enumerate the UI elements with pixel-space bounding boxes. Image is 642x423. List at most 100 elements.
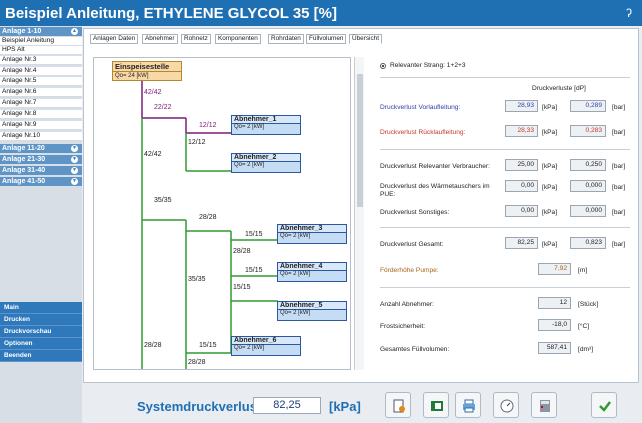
consumer-value: Qo= 2 [kW] <box>280 233 311 239</box>
sidebar-item[interactable]: HPS Alt <box>0 46 82 55</box>
diagram-scrollbar[interactable] <box>354 57 364 370</box>
unit-bar: [bar] <box>612 184 626 191</box>
consumer-box[interactable]: Abnehmer_5 Qo= 2 [kW] <box>277 301 347 321</box>
calculator-button[interactable] <box>531 392 557 418</box>
chevron-up-icon[interactable]: ▲ <box>71 28 78 35</box>
divider <box>380 77 630 78</box>
pipe-label: 35/35 <box>154 197 172 204</box>
unit-kpa: [kPa] <box>542 241 558 248</box>
pipe-label: 42/42 <box>144 151 162 158</box>
consumer-value: Qo= 2 [kW] <box>234 124 265 130</box>
consumer-box[interactable]: Abnehmer_6 Qo= 2 [kW] <box>231 336 301 356</box>
sidebar-item[interactable]: Anlage Nr.8 <box>0 110 82 119</box>
tab-rohnetz[interactable]: Rohnetz <box>181 34 211 44</box>
row-label: Druckverlust Gesamt: <box>380 241 444 248</box>
pipe-label: 12/12 <box>199 122 217 129</box>
stat-unit: [°C] <box>578 323 590 330</box>
consumer-box[interactable]: Abnehmer_2 Qo= 2 [kW] <box>231 153 301 173</box>
pump-label: Förderhöhe Pumpe: <box>380 267 439 274</box>
consumer-box[interactable]: Abnehmer_4 Qo= 2 [kW] <box>277 262 347 282</box>
sidebar-item[interactable]: Anlage Nr.5 <box>0 77 82 86</box>
sidebar-item[interactable]: Anlage Nr.7 <box>0 99 82 108</box>
consumer-name: Abnehmer_2 <box>232 154 300 162</box>
unit-kpa: [kPa] <box>542 104 558 111</box>
printer-icon <box>463 399 475 413</box>
print-button[interactable] <box>455 392 481 418</box>
chevron-down-icon[interactable]: ▼ <box>71 145 78 152</box>
tab-anlagen-daten[interactable]: Anlagen Daten <box>90 34 139 44</box>
confirm-button[interactable] <box>591 392 617 418</box>
sidebar: Anlage 1-10▲ Beispiel Anleitung HPS Alt … <box>0 26 82 423</box>
divider <box>380 287 630 288</box>
pipe-label: 28/28 <box>188 359 206 366</box>
relevant-strang-label: Relevanter Strang: 1+2+3 <box>390 62 466 69</box>
sidebar-group-anlage-11-20[interactable]: Anlage 11-20 ▼ <box>0 144 82 153</box>
row-label: Druckverlust Sonstiges: <box>380 209 450 216</box>
pipe-label: 15/15 <box>245 231 263 238</box>
sidebar-group-anlage-1-10[interactable]: Anlage 1-10▲ <box>0 27 82 36</box>
consumer-name: Abnehmer_3 <box>278 225 346 233</box>
value-bar: 0,250 <box>570 159 606 171</box>
tab-komponenten[interactable]: Komponenten <box>215 34 261 44</box>
unit-kpa: [kPa] <box>542 184 558 191</box>
consumer-box[interactable]: Abnehmer_1 Qo= 2 [kW] <box>231 115 301 135</box>
scroll-thumb[interactable] <box>357 74 363 207</box>
system-pressure-value: 82,25 <box>253 397 321 414</box>
new-document-button[interactable] <box>385 392 411 418</box>
nav-druckvorschau[interactable]: Druckvorschau <box>0 326 82 338</box>
pump-value: 7,92 <box>538 263 571 275</box>
group-label: Anlage 41-50 <box>2 178 46 185</box>
value-kpa: 25,00 <box>505 159 538 171</box>
sidebar-item[interactable]: Anlage Nr.3 <box>0 56 82 65</box>
row-label: Druckverlust Relevanter Verbraucher: <box>380 163 490 170</box>
chevron-down-icon[interactable]: ▼ <box>71 156 78 163</box>
help-icon[interactable]: ʔ <box>626 6 632 20</box>
stat-value: 587,41 <box>538 342 571 354</box>
sidebar-group-anlage-41-50[interactable]: Anlage 41-50 ▼ <box>0 177 82 186</box>
nav-main[interactable]: Main <box>0 302 82 314</box>
tab-abnehmer[interactable]: Abnehmer <box>142 34 178 44</box>
sidebar-item[interactable]: Anlage Nr.4 <box>0 67 82 76</box>
footer-bar: Systemdruckverlust: 82,25 [kPa] <box>83 387 639 423</box>
unit-bar: [bar] <box>612 241 626 248</box>
stat-unit: [Stück] <box>578 301 599 308</box>
stat-unit: [dm³] <box>578 346 594 353</box>
excel-export-button[interactable] <box>423 392 449 418</box>
consumer-value: Qo= 2 [kW] <box>234 345 265 351</box>
pipe-network <box>141 81 278 369</box>
chevron-down-icon[interactable]: ▼ <box>71 178 78 185</box>
pipe-label: 28/28 <box>199 214 217 221</box>
sidebar-group-anlage-31-40[interactable]: Anlage 31-40 ▼ <box>0 166 82 175</box>
unit-kpa: [kPa] <box>542 209 558 216</box>
pipe-label: 12/12 <box>188 139 206 146</box>
sidebar-item[interactable]: Anlage Nr.10 <box>0 132 82 141</box>
source-value: Qo= 24 [kW] <box>115 73 149 79</box>
source-box[interactable]: Einspeisestelle Qo= 24 [kW] <box>112 61 182 81</box>
consumer-name: Abnehmer_4 <box>278 263 346 271</box>
check-tool-button[interactable] <box>493 392 519 418</box>
pipe-label: 35/35 <box>188 276 206 283</box>
tab-uebersicht[interactable]: Übersicht <box>349 34 382 44</box>
sidebar-item[interactable]: Anlage Nr.9 <box>0 121 82 130</box>
summary-panel: Relevanter Strang: 1+2+3 Druckverluste [… <box>380 57 635 367</box>
sidebar-item[interactable]: Beispiel Anleitung <box>0 37 82 46</box>
value-bar: 0,000 <box>570 180 606 192</box>
row-label: Druckverlust Rücklaufleitung: <box>380 129 466 136</box>
nav-optionen[interactable]: Optionen <box>0 338 82 350</box>
tab-fuellvolumen[interactable]: Füllvolumen <box>306 34 347 44</box>
sidebar-group-anlage-21-30[interactable]: Anlage 21-30▼ <box>0 155 82 164</box>
group-label: Anlage 31-40 <box>2 167 46 174</box>
nav-drucken[interactable]: Drucken <box>0 314 82 326</box>
chevron-down-icon[interactable]: ▼ <box>71 167 78 174</box>
source-name: Einspeisestelle <box>113 62 181 72</box>
sidebar-item[interactable]: Anlage Nr.6 <box>0 88 82 97</box>
stat-label: Anzahl Abnehmer: <box>380 301 434 308</box>
nav-beenden[interactable]: Beenden <box>0 350 82 362</box>
value-kpa: 0,00 <box>505 205 538 217</box>
pipe-label: 15/15 <box>199 342 217 349</box>
consumer-box[interactable]: Abnehmer_3 Qo= 2 [kW] <box>277 224 347 244</box>
group-label: Anlage 11-20 <box>2 145 45 152</box>
tab-rohrdaten[interactable]: Rohrdaten <box>268 34 304 44</box>
value-kpa: 0,00 <box>505 180 538 192</box>
relevant-strang-radio[interactable] <box>380 63 386 69</box>
